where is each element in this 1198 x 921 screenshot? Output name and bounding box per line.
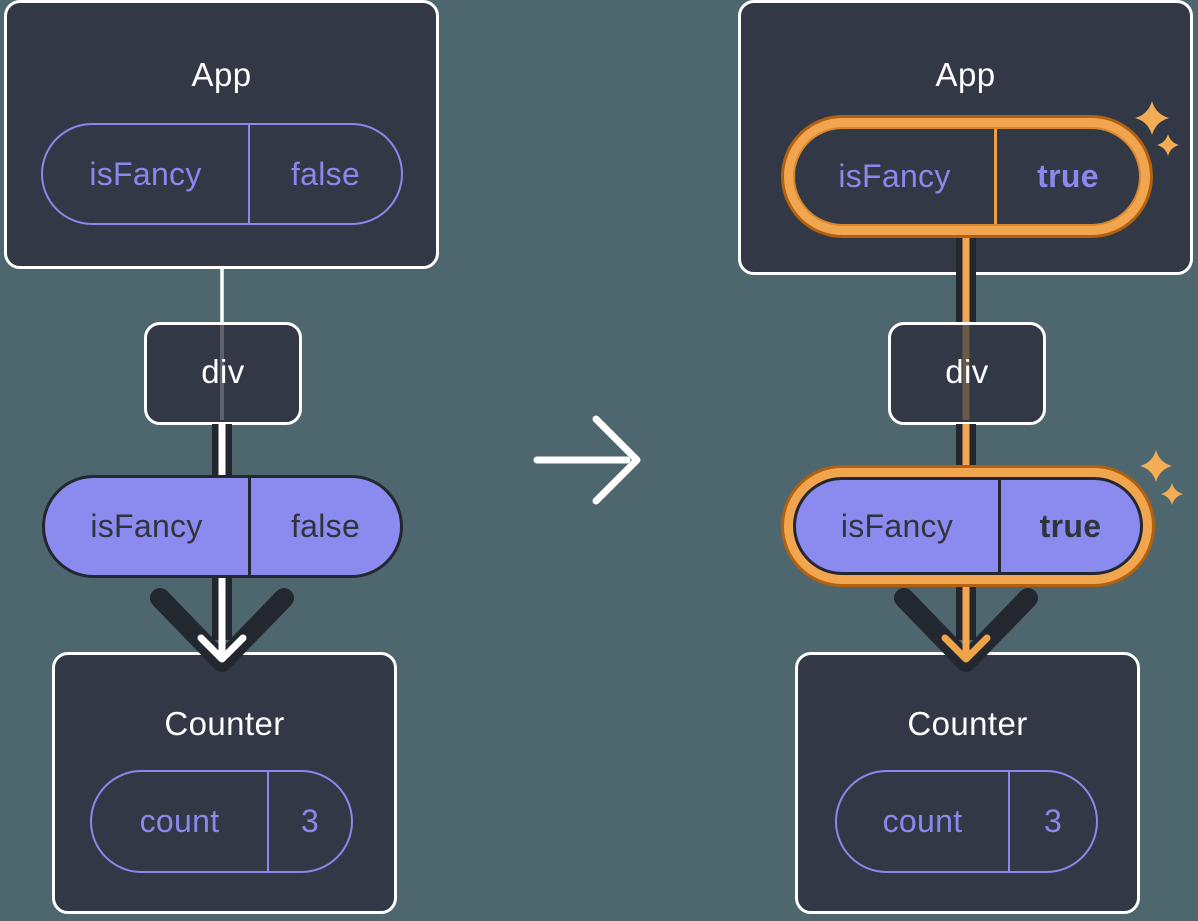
count-pill-value: 3 (1043, 803, 1063, 839)
sparkle-icon (1161, 483, 1183, 505)
div-box (888, 322, 1046, 425)
div-title: div (945, 353, 989, 390)
prop-pill-key: isFancy (796, 480, 1001, 572)
counter-title: Counter (907, 705, 1028, 742)
state-pill: isFancy true (793, 127, 1141, 226)
prop-pill-value: true (1039, 507, 1102, 544)
state-pill-value: false (290, 155, 361, 192)
state-pill-value: true (1037, 158, 1099, 194)
app-title: App (191, 56, 252, 93)
count-pill: count 3 (90, 770, 353, 873)
state-pill-key: isFancy (795, 129, 997, 224)
div-title: div (201, 353, 245, 390)
state-pill: isFancy false (41, 123, 403, 225)
div-box (144, 322, 302, 425)
prop-pill: isFancy true (793, 477, 1143, 575)
prop-pill: isFancy false (42, 475, 403, 578)
prop-pill-key: isFancy (45, 478, 251, 575)
count-pill-key: count (837, 772, 1010, 871)
state-pill-key: isFancy (43, 125, 250, 223)
transition-arrow-icon (533, 415, 641, 505)
count-pill-key: count (92, 772, 269, 871)
count-pill-value: 3 (300, 803, 320, 839)
count-pill: count 3 (835, 770, 1098, 873)
counter-title: Counter (164, 705, 285, 742)
sparkle-icon (1140, 450, 1172, 482)
app-title: App (935, 56, 996, 93)
prop-pill-value: false (290, 508, 361, 544)
